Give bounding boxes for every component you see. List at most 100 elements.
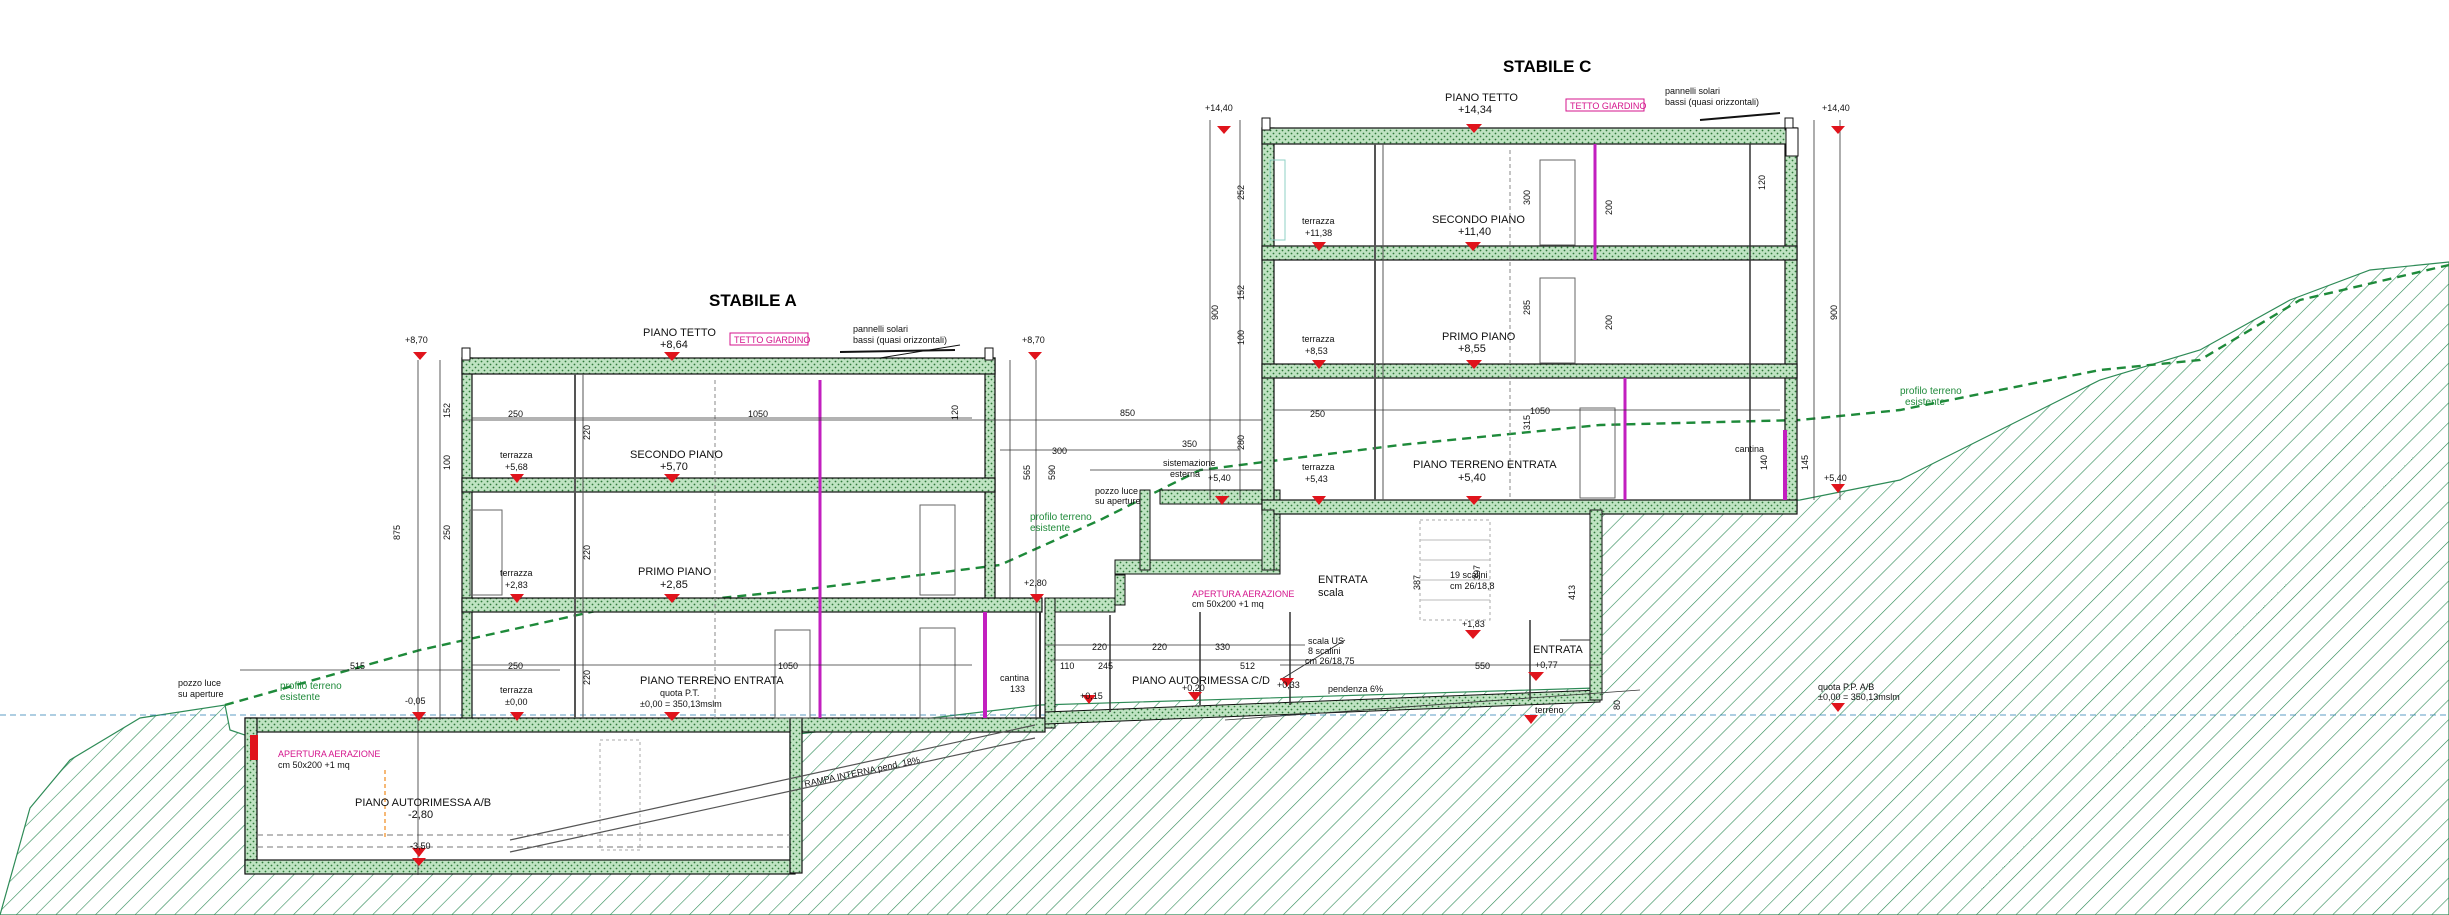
stabile-a-cellar: cantina — [1000, 673, 1029, 683]
dim-200-a: 200 — [1604, 200, 1614, 215]
dim-590: 590 — [1047, 465, 1057, 480]
stabile-a-ground-q2: ±0,00 = 350,13mslm — [640, 699, 722, 709]
stabile-a-terrace0-level: ±0,00 — [505, 697, 527, 707]
stabile-c-mid-level: +1,83 — [1462, 619, 1485, 629]
dim-413: 413 — [1567, 585, 1577, 600]
dim-330: 330 — [1215, 642, 1230, 652]
stabile-c-ground-level: +5,40 — [1458, 472, 1486, 484]
stabile-c-terrace2-level: +11,38 — [1305, 228, 1332, 238]
dim-875: 875 — [392, 525, 402, 540]
dim-152-b: 152 — [1236, 285, 1246, 300]
stabile-a-aerazione2: cm 50x200 +1 mq — [278, 760, 350, 770]
dim-350: 350 — [1182, 439, 1197, 449]
stabile-a-second-level: +5,70 — [660, 461, 688, 473]
dim-900-a: 900 — [1210, 305, 1220, 320]
stabile-c-scalini: 19 scalini — [1450, 570, 1488, 580]
stabile-c-first-label: PRIMO PIANO — [1442, 331, 1516, 343]
stabile-a-solar: pannelli solari — [853, 324, 908, 334]
level-markers — [412, 124, 1845, 866]
stabile-c-top-left: +14,40 — [1205, 103, 1233, 113]
stabile-c-scala-us2: 8 scalini — [1308, 646, 1341, 656]
dim-140: 140 — [1759, 455, 1769, 470]
dim-250-d: 250 — [442, 525, 452, 540]
dim-300: 300 — [1052, 446, 1067, 456]
stabile-a-terrace1-level: +2,83 — [505, 580, 528, 590]
stabile-c-terrace1-level: +8,53 — [1305, 346, 1328, 356]
dim-100-b: 100 — [1236, 330, 1246, 345]
stabile-a-profilo2: esistente — [280, 692, 320, 703]
dimension-lines — [240, 120, 1841, 875]
dim-80: 80 — [1612, 700, 1622, 710]
stabile-a-garage-level: -2,80 — [408, 809, 433, 821]
stabile-a-solar2: bassi (quasi orizzontali) — [853, 335, 947, 345]
stabile-a-second-label: SECONDO PIANO — [630, 449, 723, 461]
stabile-c-aerazione: APERTURA AERAZIONE — [1192, 589, 1294, 599]
stabile-a-roof-garden: TETTO GIARDINO — [734, 335, 810, 345]
stabile-c-sistem-level: +5,40 — [1208, 473, 1231, 483]
dim-515: 515 — [350, 661, 365, 671]
dim-220-b: 220 — [1152, 642, 1167, 652]
stabile-c-profilo2: esistente — [1030, 523, 1070, 534]
stabile-c-title: STABILE C — [1503, 57, 1591, 76]
stabile-a-structure — [244, 344, 1046, 875]
stabile-c-entrata-level: +0,77 — [1535, 660, 1558, 670]
dim-550: 550 — [1475, 661, 1490, 671]
stabile-c-solar: pannelli solari — [1665, 86, 1720, 96]
stabile-a-ground-label: PIANO TERRENO ENTRATA — [640, 675, 784, 687]
dim-900-b: 900 — [1829, 305, 1839, 320]
connector-structure — [1044, 489, 1601, 729]
stabile-c-garage-label: PIANO AUTORIMESSA C/D — [1132, 675, 1270, 687]
stabile-a-garage-bottom: -3,50 — [410, 841, 431, 851]
dim-110: 110 — [1060, 661, 1074, 671]
stabile-c-structure — [1261, 112, 1799, 701]
stabile-c-entrata: ENTRATA — [1533, 644, 1583, 656]
stabile-c-scala-us3: cm 26/18,75 — [1305, 656, 1355, 666]
stabile-c-garage-level3: +0,33 — [1277, 680, 1300, 690]
dim-280: 280 — [1236, 435, 1246, 450]
dim-120-a: 120 — [950, 405, 960, 420]
dim-387: 387 — [1412, 575, 1422, 590]
stabile-c-first-level: +8,55 — [1458, 343, 1486, 355]
stabile-c-terrace0: terrazza — [1302, 462, 1335, 472]
dim-1050-b: 1050 — [1530, 406, 1550, 416]
stabile-c-garage-level2: +0,15 — [1080, 691, 1103, 701]
stabile-c-roof-garden: TETTO GIARDINO — [1570, 101, 1646, 111]
stabile-c-terrace0-level: +5,43 — [1305, 474, 1328, 484]
dim-252: 252 — [1236, 185, 1246, 200]
stabile-a-roof-label: PIANO TETTO — [643, 327, 716, 339]
stabile-a-profilo: profilo terreno — [280, 681, 342, 692]
stabile-c-profilo-right2: esistente — [1905, 397, 1945, 408]
stabile-c-profilo-right: profilo terreno — [1900, 386, 1962, 397]
dim-285: 285 — [1522, 300, 1532, 315]
stabile-c-solar2: bassi (quasi orizzontali) — [1665, 97, 1759, 107]
stabile-c-entrata-scala: ENTRATA — [1318, 574, 1368, 586]
stabile-c-roof-label: PIANO TETTO — [1445, 92, 1518, 104]
stabile-a-first-level: +2,85 — [660, 579, 688, 591]
stabile-a-title: STABILE A — [709, 291, 797, 310]
stabile-c-sistem2: esterna — [1170, 469, 1200, 479]
dim-315: 315 — [1522, 415, 1532, 430]
stabile-a-top-right: +8,70 — [1022, 335, 1045, 345]
stabile-a-terrace2-level: +5,68 — [505, 462, 528, 472]
stabile-a-pozzo2: su aperture — [178, 689, 224, 699]
stabile-a-ext-level: -0,05 — [405, 696, 426, 706]
stabile-c-terrace1: terrazza — [1302, 334, 1335, 344]
stabile-c-scalini2: cm 26/18,8 — [1450, 581, 1495, 591]
stabile-a-top-left: +8,70 — [405, 335, 428, 345]
dim-250-c: 250 — [508, 661, 523, 671]
dim-152-a: 152 — [442, 403, 452, 418]
dim-512: 512 — [1240, 661, 1255, 671]
stabile-c-roof-level: +14,34 — [1458, 104, 1492, 116]
stabile-c-pozzo: pozzo luce — [1095, 486, 1138, 496]
stabile-c-terrace2: terrazza — [1302, 216, 1335, 226]
stabile-c-scala-us: scala US — [1308, 636, 1344, 646]
stabile-a-pozzo: pozzo luce — [178, 678, 221, 688]
stabile-c-second-level: +11,40 — [1458, 226, 1491, 238]
stabile-c-terrain-tag: terreno — [1535, 705, 1564, 715]
stabile-c-right-level: +5,40 — [1824, 473, 1847, 483]
stabile-c-sistem: sistemazione — [1163, 458, 1216, 468]
dim-220-c: 220 — [582, 425, 592, 440]
dim-850: 850 — [1120, 408, 1135, 418]
stabile-c-garage-level: +0,20 — [1182, 683, 1205, 693]
